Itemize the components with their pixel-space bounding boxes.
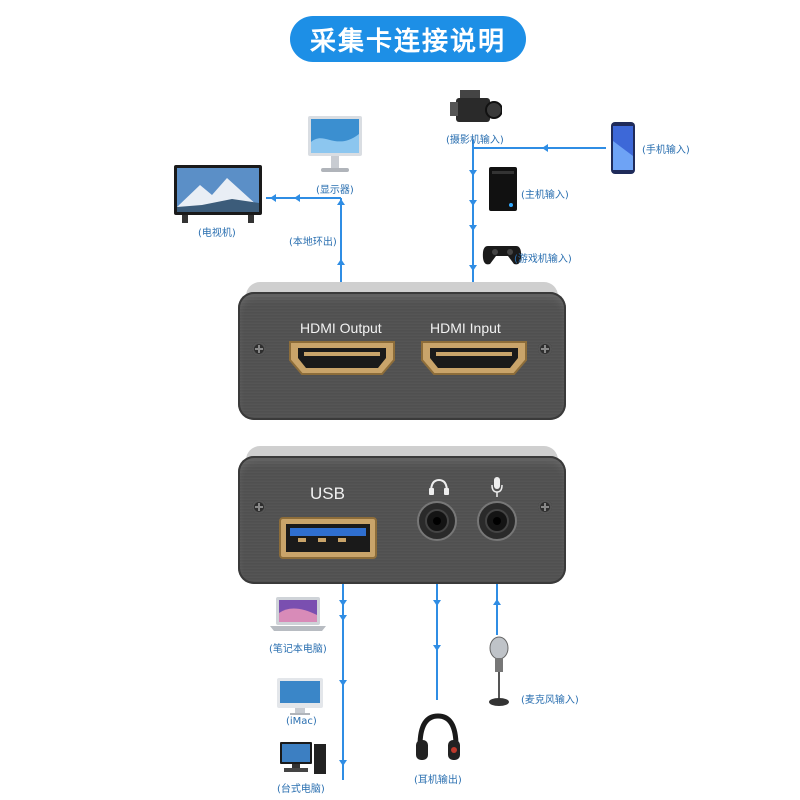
tv-label: (电视机) — [198, 228, 236, 239]
screw-icon — [538, 342, 552, 356]
camcorder-label: (摄影机输入) — [446, 135, 504, 146]
camcorder-icon — [450, 90, 502, 122]
hdmi-input-label: HDMI Input — [430, 320, 501, 336]
headphones-icon — [416, 713, 460, 760]
microphone-icon — [491, 477, 503, 497]
arrow-up — [493, 599, 501, 605]
arrow-up — [337, 259, 345, 265]
phone-label: (手机输入) — [642, 145, 690, 156]
hdmi-panel: HDMI Output HDMI Input — [238, 292, 566, 420]
hdmi-output-label: HDMI Output — [300, 320, 382, 336]
usb-label: USB — [310, 484, 345, 503]
desktop-pc-icon — [280, 742, 326, 774]
headphone-jack[interactable] — [416, 500, 458, 542]
arrow-down — [433, 600, 441, 606]
laptop-label: (笔记本电脑) — [269, 644, 327, 655]
host-label: (主机输入) — [521, 190, 569, 201]
monitor-icon — [308, 116, 362, 172]
monitor-label: (显示器) — [316, 185, 354, 196]
laptop-icon — [270, 597, 326, 631]
arrow-down — [339, 615, 347, 621]
tv-icon — [174, 165, 262, 223]
arrow-down — [339, 680, 347, 686]
headphone-icon — [429, 478, 449, 495]
desktop-label: (台式电脑) — [277, 784, 325, 795]
arrow-left — [270, 194, 276, 202]
arrow-left — [294, 194, 300, 202]
arrow-down — [469, 170, 477, 176]
arrow-down — [339, 600, 347, 606]
arrow-up — [337, 199, 345, 205]
screw-icon — [252, 342, 266, 356]
arrow-down — [433, 645, 441, 651]
imac-icon — [277, 678, 323, 715]
headphones-label: (耳机输出) — [414, 775, 462, 786]
screw-icon — [538, 500, 552, 514]
phone-icon — [611, 122, 635, 174]
hdmi-input-port[interactable] — [418, 338, 530, 378]
microphone-label: (麦克风输入) — [521, 695, 579, 706]
screw-icon — [252, 500, 266, 514]
arrow-down — [469, 200, 477, 206]
game-label: (游戏机输入) — [514, 254, 572, 265]
loop-out-label: (本地环出) — [289, 237, 337, 248]
arrow-down — [339, 760, 347, 766]
usb-port[interactable] — [278, 516, 378, 560]
hdmi-output-port[interactable] — [286, 338, 398, 378]
arrow-down — [469, 225, 477, 231]
page-title: 采集卡连接说明 — [290, 16, 526, 62]
arrow-down — [469, 265, 477, 271]
microphone-stand-icon — [489, 636, 509, 706]
game-controller-icon — [482, 246, 522, 265]
usb-audio-panel: USB — [238, 456, 566, 584]
arrow-left — [542, 144, 548, 152]
host-pc-icon — [489, 167, 517, 211]
microphone-jack[interactable] — [476, 500, 518, 542]
imac-label: (iMac) — [286, 716, 317, 727]
